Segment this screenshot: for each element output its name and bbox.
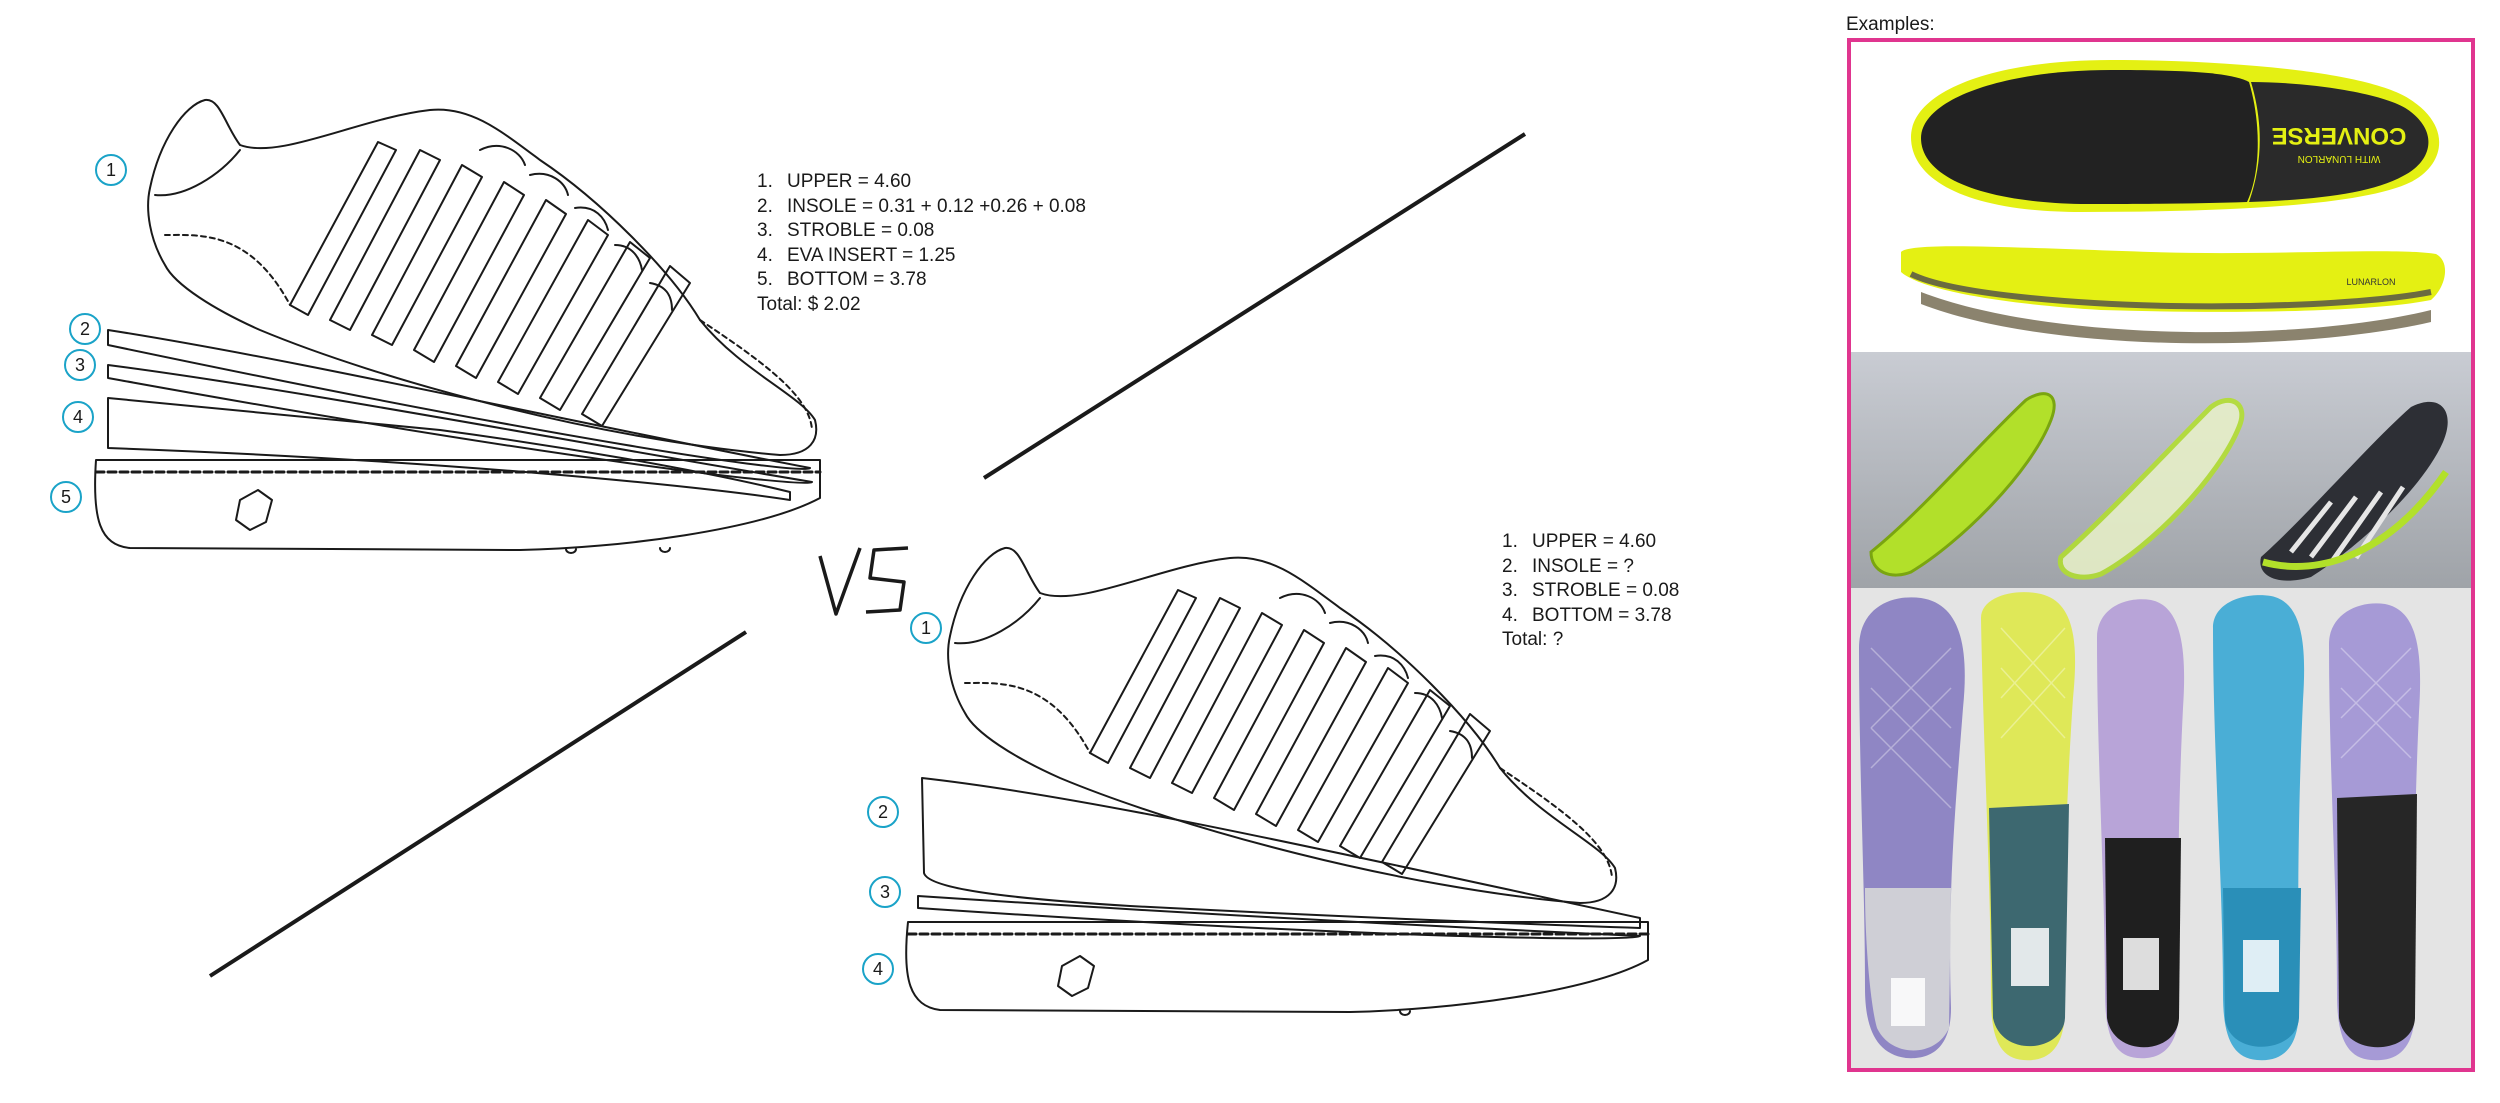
shoe-a-insole xyxy=(107,329,811,470)
cost-item: 2.INSOLE = 0.31 + 0.12 +0.26 + 0.08 xyxy=(757,195,1086,217)
vs-mark xyxy=(818,546,909,616)
cost-item: 1.UPPER = 4.60 xyxy=(1502,531,1657,552)
divider-line-upper xyxy=(982,132,1527,480)
shoe-b-callout-3: 3 xyxy=(869,876,901,908)
shoe-b-callout-2: 2 xyxy=(867,796,899,828)
shoe-b-illustration xyxy=(905,546,1650,1016)
shoe-a-bottom xyxy=(94,459,821,551)
shoe-b-upper xyxy=(947,546,1618,904)
cost-total: Total: ? xyxy=(1502,629,1564,650)
shoe-a-callout-5: 5 xyxy=(50,481,82,513)
example-photo-lunarlon-sequence xyxy=(1851,352,2471,588)
cost-item: 5.BOTTOM = 3.78 xyxy=(757,269,927,290)
cost-item: 1.UPPER = 4.60 xyxy=(757,171,912,192)
cost-item: 3.STROBLE = 0.08 xyxy=(1502,580,1680,601)
shoe-a-strobel xyxy=(107,364,813,484)
shoe-b-bottom xyxy=(905,921,1649,1013)
shoe-a-illustration xyxy=(94,98,822,554)
cost-item: 4.EVA INSERT = 1.25 xyxy=(757,244,956,266)
cost-item: 2.INSOLE = ? xyxy=(1502,555,1634,577)
shoe-b-strobel xyxy=(917,895,1641,940)
shoe-b-callout-4: 4 xyxy=(862,953,894,985)
example-photo-vans-insoles xyxy=(1851,588,2471,1068)
shoe-a-callout-1: 1 xyxy=(95,154,127,186)
lunarlon-side-text: LUNARLON xyxy=(2346,277,2395,287)
lunarlon-sub-text: WITH LUNARLON xyxy=(2298,153,2381,164)
examples-heading: Examples: xyxy=(1846,14,1935,35)
divider-layer xyxy=(208,132,1527,978)
shoe-a-cost-list: 1.UPPER = 4.60 2.INSOLE = 0.31 + 0.12 +0… xyxy=(757,170,1086,317)
shoe-a-callout-2: 2 xyxy=(69,313,101,345)
cost-item: 3.STROBLE = 0.08 xyxy=(757,220,935,241)
shoe-b-insole xyxy=(921,777,1641,929)
divider-line-lower xyxy=(208,630,748,978)
shoe-a-callout-3: 3 xyxy=(64,349,96,381)
shoe-b-callout-1: 1 xyxy=(910,612,942,644)
examples-photo-frame: CONVERSE WITH LUNARLON LUNARLON xyxy=(1847,38,2475,1072)
converse-logo-text: CONVERSE xyxy=(2272,122,2407,149)
cost-item: 4.BOTTOM = 3.78 xyxy=(1502,604,1672,626)
cost-total: Total: $ 2.02 xyxy=(757,293,861,315)
shoe-a-callout-4: 4 xyxy=(62,401,94,433)
shoe-a-upper xyxy=(147,98,818,456)
shoe-b-cost-list: 1.UPPER = 4.60 2.INSOLE = ? 3.STROBLE = … xyxy=(1502,530,1679,653)
example-photo-converse-insole: CONVERSE WITH LUNARLON LUNARLON xyxy=(1851,42,2471,352)
